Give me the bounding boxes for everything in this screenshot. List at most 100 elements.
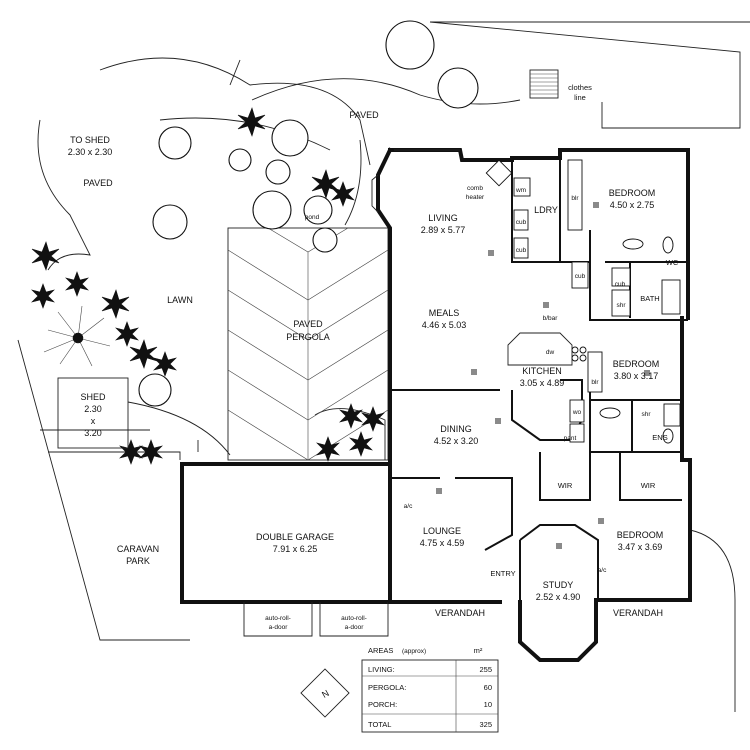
shrub-icon — [311, 169, 340, 199]
laundry-label: LDRY — [534, 205, 558, 215]
areas-title: AREAS — [368, 646, 393, 655]
paved-pergola-area — [227, 227, 389, 461]
shed-label: SHED — [80, 392, 106, 402]
meals-room-name: MEALS — [429, 308, 460, 318]
areas-row-label: LIVING: — [368, 665, 395, 674]
areas-row-value: 10 — [484, 700, 492, 709]
door-label-1b: a-door — [269, 624, 289, 631]
shower-icon — [663, 403, 681, 427]
shower-label-1: shr — [616, 302, 626, 309]
ac-label-2: a/c — [598, 567, 607, 574]
door-label-2b: a-door — [345, 624, 365, 631]
paved-label-1: PAVED — [83, 178, 113, 188]
bedroom-1-name: BEDROOM — [609, 188, 656, 198]
tree-icon — [158, 126, 192, 160]
verandah-label-2: VERANDAH — [613, 608, 663, 618]
areas-total-value: 325 — [479, 720, 492, 729]
dining-room-dimensions: 4.52 x 3.20 — [434, 436, 479, 446]
clothes-line-label-1: clothes — [568, 83, 592, 92]
pond-label: pond — [305, 214, 320, 221]
cupboard-label-1: cub — [615, 281, 626, 288]
shrub-icon — [101, 289, 130, 319]
toilet-icon — [662, 428, 674, 444]
to-shed-dimensions: 2.30 x 2.30 — [68, 147, 113, 157]
north-arrow-icon: N — [300, 668, 350, 718]
shrub-icon — [349, 431, 373, 457]
fixtures — [485, 159, 681, 444]
study-room-name: STUDY — [543, 580, 574, 590]
shrub-icon — [316, 436, 340, 462]
areas-row-value: 60 — [484, 683, 492, 692]
site-shed — [57, 377, 129, 449]
site-labels: TO SHED 2.30 x 2.30 PAVED PAVED LAWN CAR… — [68, 83, 592, 566]
cupboard-label-3: cub — [516, 247, 527, 254]
shrub-icon — [129, 339, 158, 369]
garden-trees — [138, 20, 479, 407]
tree-icon — [385, 20, 435, 70]
shed-depth: 3.20 — [84, 428, 102, 438]
broom-cupboard-label-2: blr — [591, 379, 599, 386]
north-label: N — [320, 688, 331, 700]
boiler-cupboard — [567, 159, 583, 231]
kitchen-room-dimensions: 3.05 x 4.89 — [520, 378, 565, 388]
bedroom-2-dimensions: 3.80 x 3.17 — [614, 371, 659, 381]
basin-icon — [622, 238, 644, 250]
shrub-icon — [237, 107, 266, 137]
meals-room-dimensions: 4.46 x 5.03 — [422, 320, 467, 330]
wir-label-2: WIR — [641, 481, 656, 490]
lounge-room-name: LOUNGE — [423, 526, 461, 536]
entry-label: ENTRY — [490, 569, 515, 578]
tree-icon — [437, 67, 479, 109]
bathtub-icon — [661, 279, 681, 315]
garage-name: DOUBLE GARAGE — [256, 532, 334, 542]
shrub-icon — [153, 351, 177, 377]
shrub-icon — [339, 403, 363, 429]
cupboard-label-4: cub — [575, 273, 586, 280]
areas-approx: (approx) — [402, 648, 426, 655]
heater-label-1: comb — [467, 185, 483, 192]
areas-unit: m² — [474, 646, 483, 655]
heater-label-2: heater — [466, 194, 485, 201]
pantry-label: pant — [564, 435, 577, 442]
heater-icon — [485, 159, 513, 187]
washing-machine-label: wm — [515, 187, 526, 194]
dining-room-name: DINING — [440, 424, 472, 434]
bath-label: BATH — [640, 294, 659, 303]
paved-label-2: PAVED — [349, 110, 379, 120]
areas-total-label: TOTAL — [368, 720, 391, 729]
tree-icon — [152, 204, 188, 240]
tree-icon — [252, 190, 292, 230]
tree-icon — [228, 148, 252, 172]
areas-row-label: PERGOLA: — [368, 683, 406, 692]
living-room-name: LIVING — [428, 213, 458, 223]
garage-dimensions: 7.91 x 6.25 — [273, 544, 318, 554]
room-markers — [436, 202, 650, 549]
shrub-icon — [65, 271, 89, 297]
shrub-icon — [119, 439, 143, 465]
cupboard-label-2: cub — [516, 219, 527, 226]
toilet-icon — [662, 236, 674, 254]
areas-row-value: 255 — [479, 665, 492, 674]
wir-label-1: WIR — [558, 481, 573, 490]
ensuite-label: ENS — [652, 433, 667, 442]
palm-tree-icon — [43, 305, 111, 367]
small-labels: LDRY BATH WC ENS WIR WIR pant wo dw shr … — [265, 185, 679, 631]
pergola-label-2: PERGOLA — [286, 332, 330, 342]
bedroom-3-dimensions: 3.47 x 3.69 — [618, 542, 663, 552]
caravan-label: CARAVAN — [117, 544, 159, 554]
shower-label-2: shr — [641, 411, 651, 418]
shrub-icon — [361, 406, 385, 432]
door-label-1a: auto-roll- — [265, 615, 291, 622]
tree-icon — [271, 119, 309, 157]
shrub-icon — [31, 241, 60, 271]
ac-label-1: a/c — [404, 503, 413, 510]
door-label-2a: auto-roll- — [341, 615, 367, 622]
pergola-label-1: PAVED — [293, 319, 323, 329]
tree-icon — [265, 159, 291, 185]
wc-label: WC — [666, 258, 679, 267]
park-label: PARK — [126, 556, 150, 566]
verandah-label-1: VERANDAH — [435, 608, 485, 618]
breakfast-bar-label: b/bar — [543, 315, 559, 322]
shed-times: x — [91, 416, 96, 426]
